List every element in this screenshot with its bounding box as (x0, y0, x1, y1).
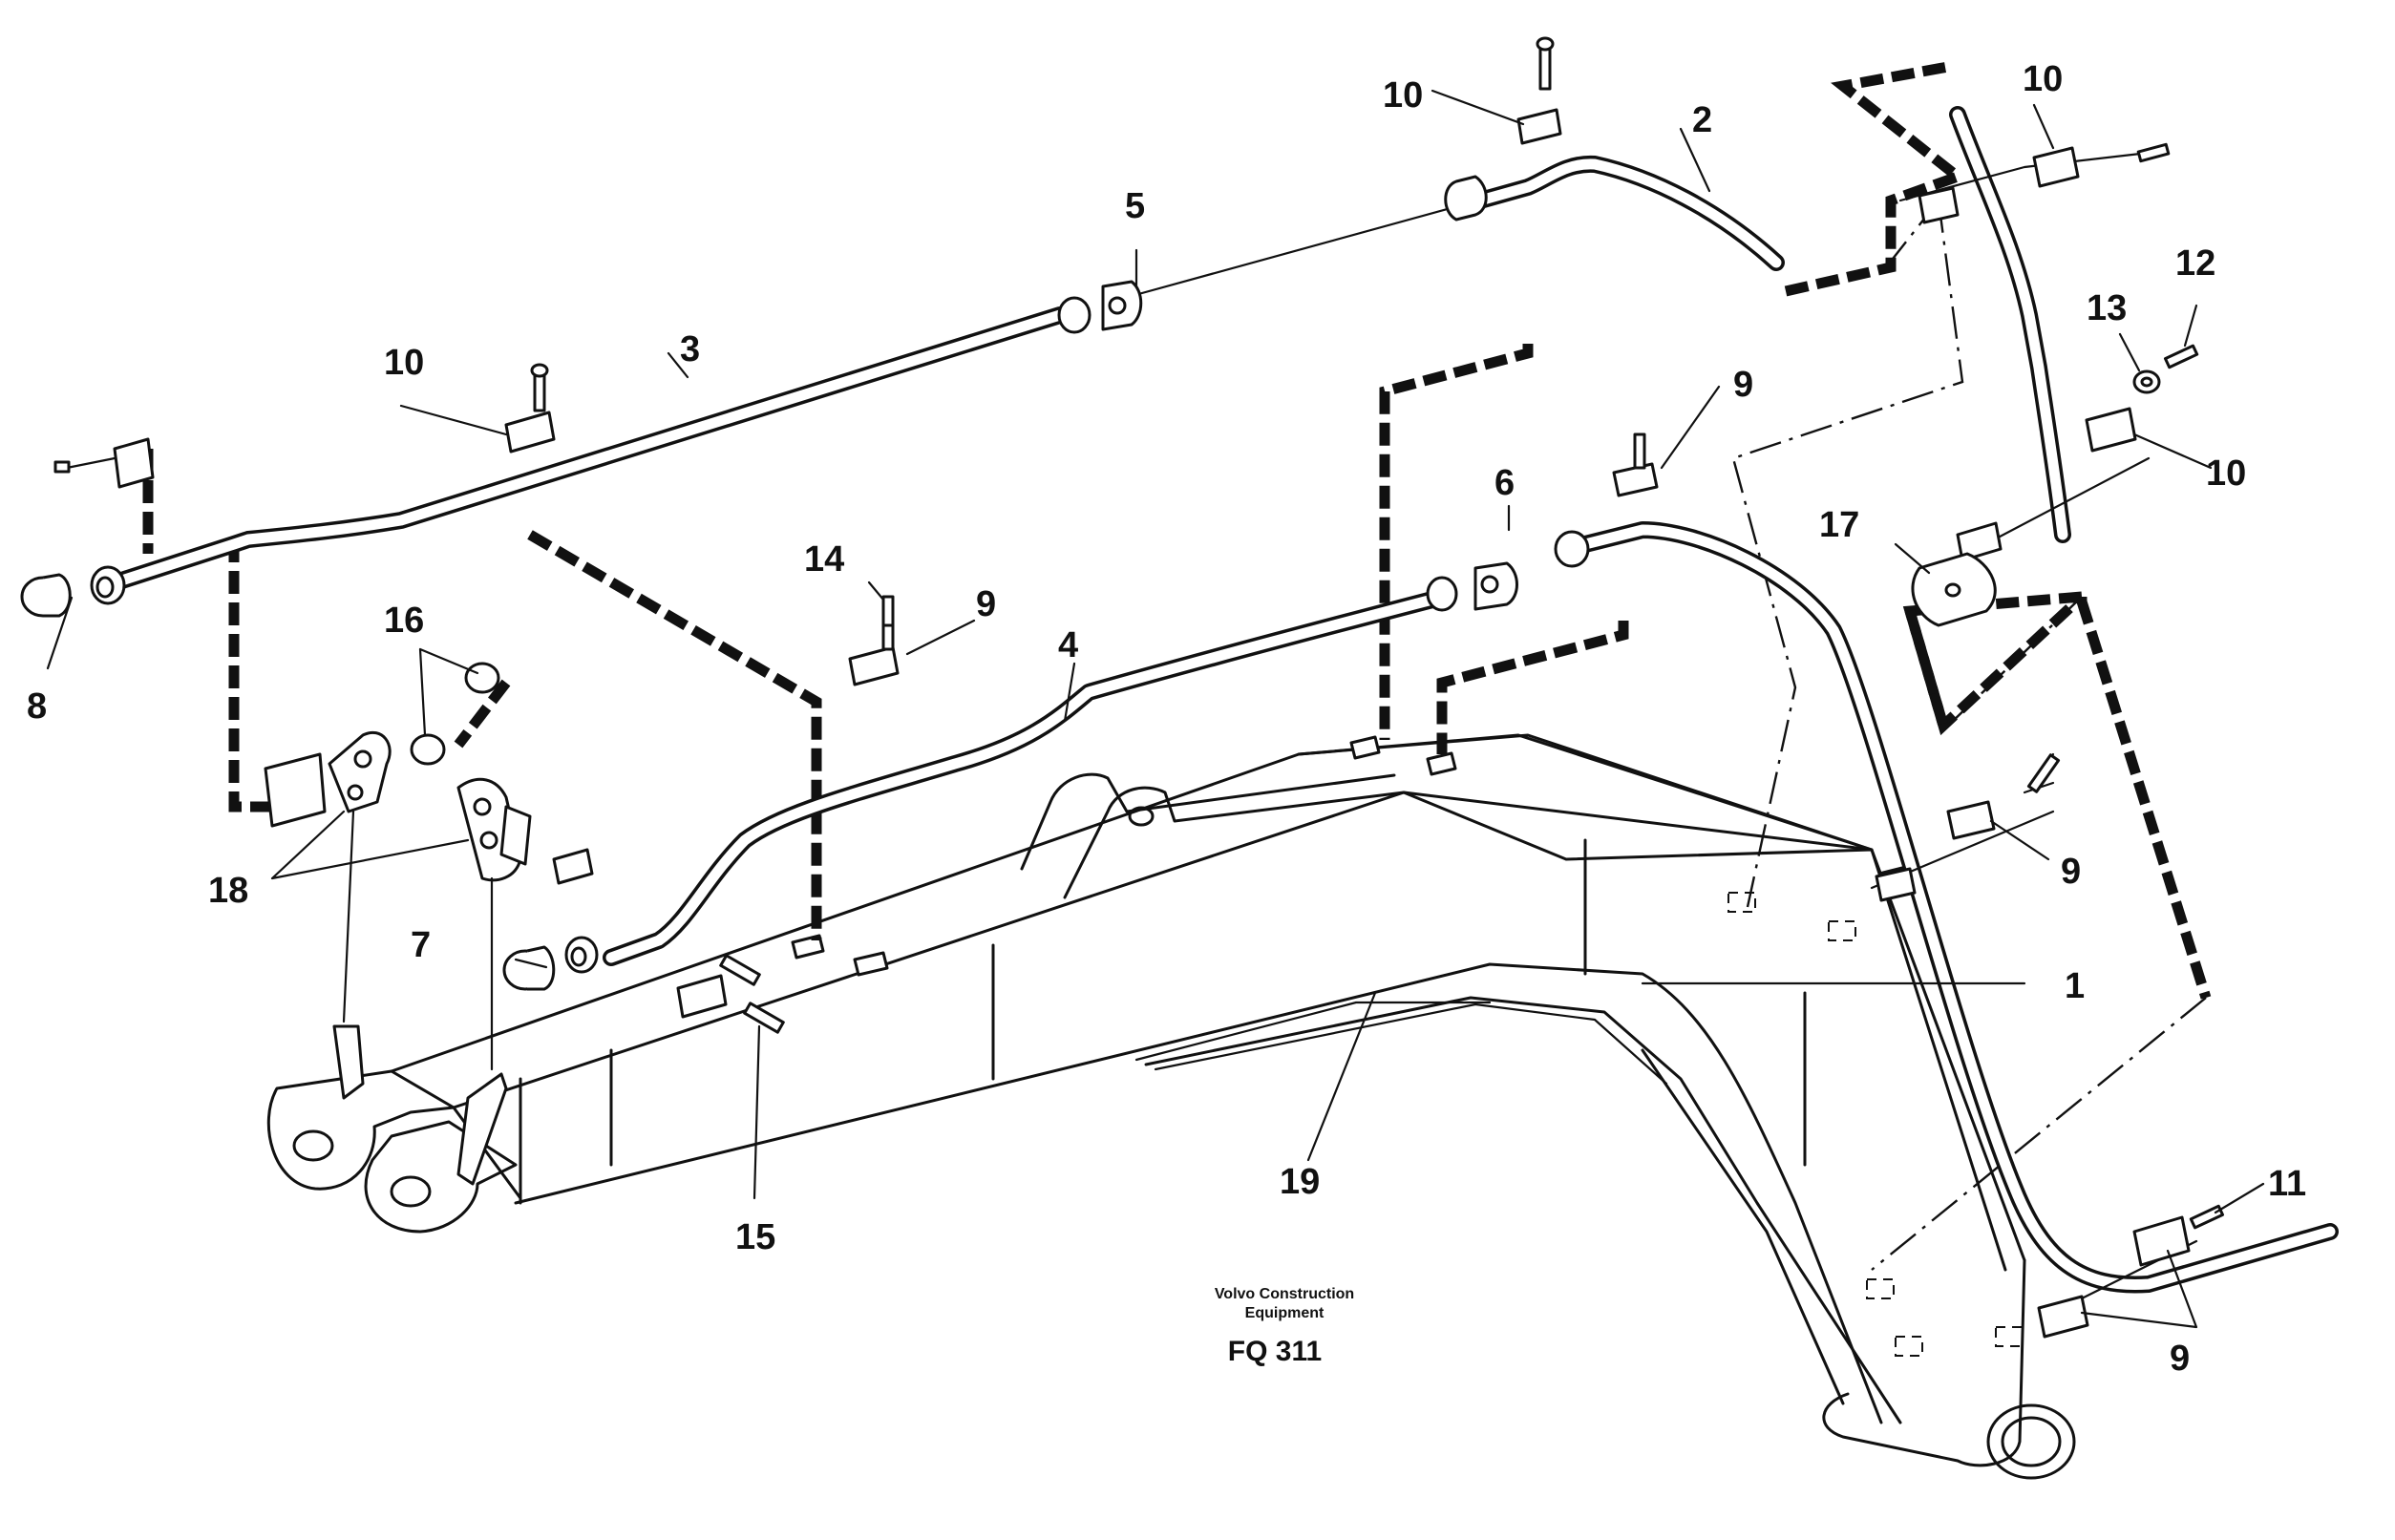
clamp-pipe4-left (552, 848, 594, 885)
pipe-4 (603, 591, 1441, 966)
callout-10-pipe3: 10 (384, 343, 424, 383)
boom-nose (1822, 1258, 2026, 1467)
nut-left (90, 565, 126, 605)
callout-16: 16 (384, 601, 424, 641)
clamp-9-center (848, 609, 900, 686)
callout-9-bottom: 9 (2170, 1339, 2190, 1379)
hidden-clamp-4 (1895, 1336, 1923, 1357)
diagram-caption: Volvo Construction Equipment FQ 311 (1215, 1286, 1354, 1367)
boom-side-plate (1402, 791, 2007, 1272)
callout-10-top: 10 (1383, 75, 1423, 116)
cylinder-bracket (1020, 772, 1406, 899)
leader-lines (46, 89, 2265, 1329)
callout-11: 11 (2268, 1164, 2306, 1204)
boom-lower-edge (514, 962, 1883, 1424)
hidden-clamp-1 (1727, 892, 1756, 913)
boom-inner-ridge (1134, 1001, 1492, 1062)
bolt-14 (881, 595, 895, 627)
callout-3: 3 (680, 329, 700, 369)
caption-company-line2: Equipment (1245, 1305, 1325, 1321)
clamp-9-bottom (2037, 1215, 2191, 1339)
boom-structure (266, 733, 2076, 1480)
cap-7 (502, 945, 556, 991)
boom-bottom-rail-2 (1154, 1002, 1668, 1086)
clamp-9-top (1612, 432, 1659, 497)
callout-10-topright: 10 (2023, 59, 2063, 99)
hidden-clamp-5 (1995, 1326, 2024, 1347)
clamp-pipe4-mid (676, 974, 728, 1019)
boom-lug-inner (364, 1120, 518, 1234)
clamp-10-pipe3 (504, 363, 556, 454)
boom-top-edge (390, 733, 1874, 1073)
boom-bottom-rail (1144, 996, 1902, 1424)
callout-12: 12 (2175, 243, 2215, 284)
thick-dashed-routing (142, 61, 2212, 1000)
boom-pin-hole-1 (292, 1129, 334, 1162)
washer-13 (2132, 369, 2161, 394)
callout-14: 14 (804, 539, 844, 580)
nut-7 (564, 936, 599, 974)
callout-18: 18 (208, 871, 248, 911)
callout-6: 6 (1494, 463, 1515, 503)
boom-nose-boss (1986, 1403, 2076, 1480)
bracket-18-left (264, 730, 392, 828)
callout-numbers: 1 2 3 4 5 6 7 8 9 9 9 9 10 10 10 10 11 1… (27, 59, 2306, 1379)
caption-code: FQ 311 (1228, 1336, 1322, 1367)
pin-15 (719, 954, 785, 1034)
pipe-3 (101, 306, 1069, 593)
callout-8: 8 (27, 686, 47, 727)
pipe-1 (1577, 521, 2339, 1294)
bolt-12 (2163, 344, 2199, 369)
clamp-10-topright (1918, 142, 2171, 224)
pipe-3-to-2-link (1130, 203, 1463, 298)
boom-nose-hole (2001, 1416, 2062, 1467)
plate-17 (1911, 552, 1997, 627)
callout-1: 1 (2065, 966, 2085, 1006)
bracket-18-right (456, 777, 532, 882)
callout-13: 13 (2087, 288, 2127, 328)
pipe-2 (1472, 155, 1785, 271)
boom-pin-hole-2 (390, 1175, 432, 1208)
callout-9-right: 9 (2061, 852, 2081, 892)
callout-9-top: 9 (1733, 365, 1753, 405)
callout-4: 4 (1058, 625, 1078, 665)
support-strap-2 (456, 1072, 508, 1186)
callout-17: 17 (1819, 505, 1859, 545)
pipe-upper-right (1949, 106, 2071, 543)
callout-2: 2 (1692, 100, 1712, 140)
callout-19: 19 (1280, 1162, 1320, 1202)
caption-company-line1: Volvo Construction (1215, 1286, 1354, 1302)
union-6 (1426, 530, 1590, 612)
bolt-11 (2189, 1204, 2225, 1230)
clamp-10-right (1956, 407, 2137, 562)
boom-vertical-seams (519, 838, 1807, 1205)
boom-underside (1641, 1048, 1845, 1405)
callout-7: 7 (411, 925, 431, 965)
hidden-clamp-3 (1866, 1278, 1895, 1299)
nut-2 (1444, 175, 1488, 222)
clamp-10-top (1516, 36, 1562, 145)
hidden-clamp-2 (1828, 920, 1856, 941)
union-5 (1057, 280, 1143, 334)
callout-10-right: 10 (2206, 454, 2246, 494)
callout-5: 5 (1125, 186, 1145, 226)
support-strap-1 (332, 1024, 365, 1100)
bracket-hole (1128, 806, 1155, 827)
callout-9-center: 9 (976, 584, 996, 624)
clamp-9-right (1875, 752, 2061, 902)
callout-15: 15 (735, 1217, 775, 1257)
boom-lug-outer (266, 1069, 456, 1191)
clamp-10-left (53, 437, 155, 489)
boom-upper-plate (1297, 733, 2026, 1262)
cap-8 (20, 573, 72, 618)
